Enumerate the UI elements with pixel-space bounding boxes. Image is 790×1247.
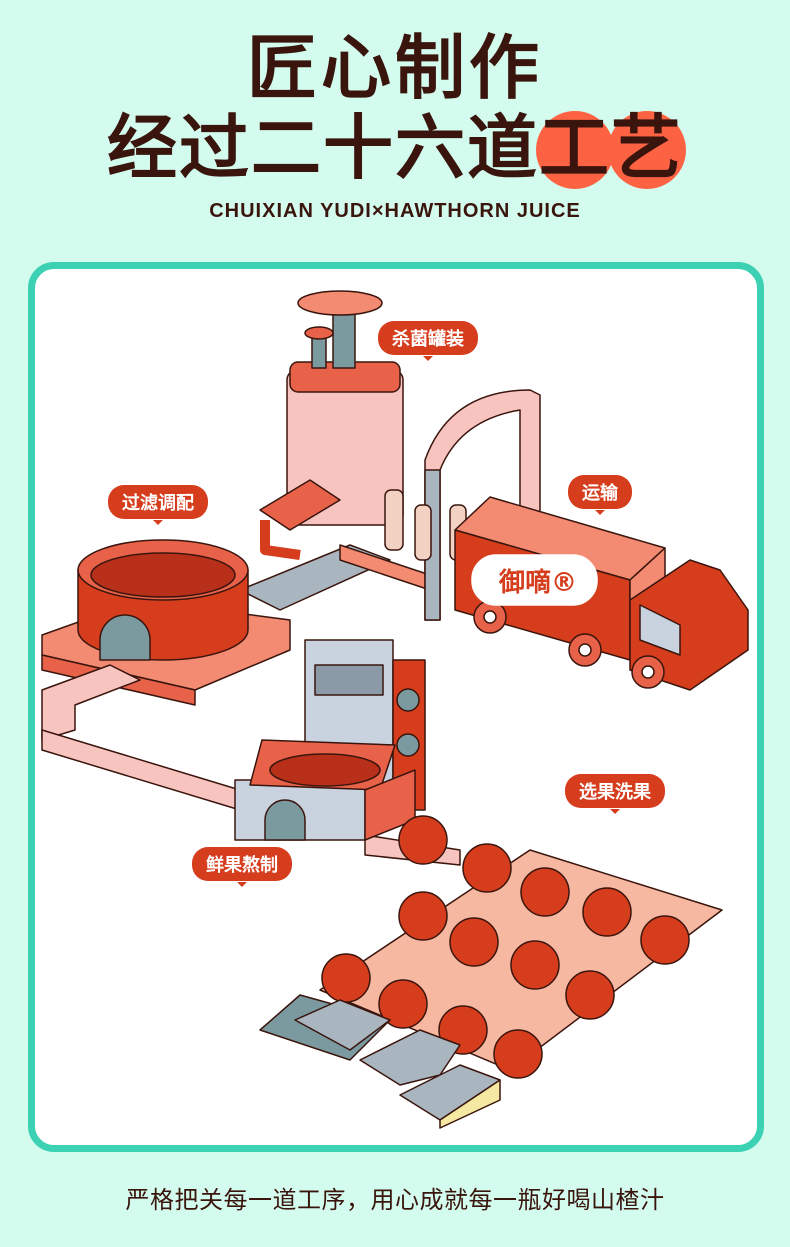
page-subtitle-cn: 经过二十六道工艺 [0,108,790,188]
sterilization-tank [259,290,404,560]
label-select-wash: 选果洗果 [565,774,665,814]
page-title: 匠心制作 [247,27,543,109]
label-transport: 运输 [568,475,632,515]
delivery-truck [454,496,749,691]
footer-slogan: 严格把关每一道工序，用心成就每一瓶好喝山楂汁 [125,1186,665,1214]
title-highlight-2: 艺 [611,107,683,189]
label-boil: 鲜果熬制 [192,847,292,887]
title-highlight-1: 工 [539,107,611,189]
filter-mixing-pot [77,539,249,661]
label-sterilize-filling: 杀菌罐装 [378,321,478,361]
stone-blocks [259,994,501,1129]
brand-subtitle: CHUIXIAN YUDI×HAWTHORN JUICE [209,200,581,222]
title-prefix: 经过二十六道 [107,107,539,189]
truck-brand-logo: 御嘀® [498,568,577,598]
label-filter-mixing: 过滤调配 [108,485,208,525]
hawthorn-fruits [321,815,690,1079]
boiling-machine [234,639,426,841]
